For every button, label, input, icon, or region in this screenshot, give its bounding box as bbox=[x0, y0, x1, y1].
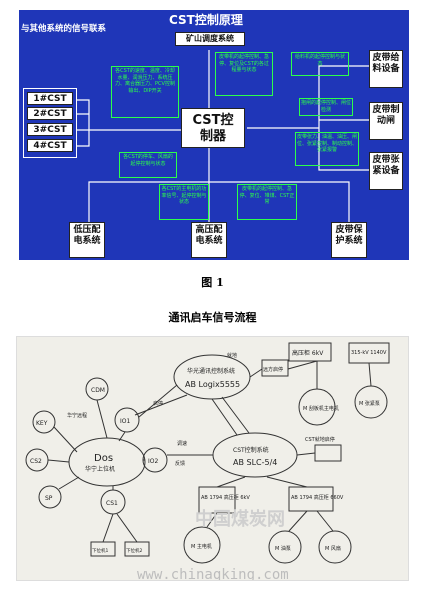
mine-dispatch-node: 矿山调度系统 bbox=[175, 32, 245, 46]
sketch-hv-left: AB 1794 高压柜 6kV bbox=[201, 494, 250, 501]
sketch-dos-sub: 华宁上位机 bbox=[85, 465, 115, 473]
header-left-label: 与其他系统的信号联系 bbox=[21, 24, 107, 34]
sketch-scribble-feedback: 反馈 bbox=[175, 460, 185, 467]
sketch-cs1: CS1 bbox=[106, 500, 118, 507]
sketch-hv-right: AB 1794 高压柜 660V bbox=[291, 494, 344, 501]
cst-controller-node: CST控制器 bbox=[181, 108, 245, 148]
sketch-comm-node: 华光通讯控制系统 bbox=[187, 367, 235, 375]
hand-sketch-photo: CDM KEY CS2 SP IO1 IO2 CS1 Dos 华宁上位机 华光通… bbox=[16, 336, 409, 581]
sketch-remote-start: 远方启停 bbox=[263, 366, 283, 373]
sketch-key: KEY bbox=[36, 420, 48, 427]
section-title: 通讯启车信号流程 bbox=[168, 311, 257, 324]
note-fan: 各CST的停车、风扇的起停控制与状态 bbox=[119, 152, 177, 178]
sketch-cs2: CS2 bbox=[30, 458, 42, 465]
sketch-motor-c: M 风扇 bbox=[325, 545, 341, 552]
sketch-io1: IO1 bbox=[120, 418, 130, 425]
belt-protection-node: 皮带保护系统 bbox=[331, 222, 367, 258]
high-voltage-node: 高压配电系统 bbox=[191, 222, 227, 258]
sketch-scribble-remote: 华宁远程 bbox=[67, 412, 87, 419]
diagram-title: CST控制原理 bbox=[169, 13, 243, 27]
cst-channel-4: 4#CST bbox=[27, 139, 73, 152]
sketch-motor-b: M 油泵 bbox=[275, 545, 291, 552]
note-motor-power: 各CST的主电机的功率信号、起停控制与状态 bbox=[159, 184, 209, 220]
low-voltage-node: 低压配电系统 bbox=[69, 222, 105, 258]
sketch-cst-model: AB SLC-5/4 bbox=[233, 458, 277, 467]
sketch-cdm: CDM bbox=[91, 387, 105, 394]
sketch-sp: SP bbox=[45, 495, 53, 502]
sketch-motor-main: M 刮板机主电机 bbox=[303, 405, 339, 412]
note-tension: 皮带张力、油温、油压、闸位、张紧控制、制动控制、张紧报警 bbox=[295, 132, 359, 166]
sketch-motor-low: M 张紧泵 bbox=[359, 400, 380, 407]
sketch-hv-main: 高压柜 6kV bbox=[292, 349, 324, 357]
note-brake: 抱闸的起停控制、闸位检测 bbox=[299, 98, 353, 116]
connector-lines bbox=[77, 50, 369, 225]
figure-caption: 图 1 bbox=[201, 276, 224, 289]
sketch-lower-1: 下位机1 bbox=[92, 547, 108, 554]
sketch-scribble-local: 就地 bbox=[227, 352, 237, 359]
sketch-dos: Dos bbox=[94, 453, 113, 464]
belt-feeder-node: 皮带给料设备 bbox=[369, 50, 403, 88]
cst-channel-3: 3#CST bbox=[27, 123, 73, 136]
sketch-scribble-speed: 调速 bbox=[177, 440, 187, 447]
sketch-scribble-start: 启停 bbox=[153, 400, 163, 407]
note-feeder: 给料机的起停控制与状态 bbox=[291, 52, 349, 76]
note-belt-control: 皮带机的起停控制、急停、复位及CST的各过程量与状态 bbox=[215, 52, 273, 96]
sketch-local-start: CST就地启停 bbox=[305, 436, 335, 443]
watermark: 中国煤炭网 bbox=[195, 508, 285, 530]
note-belt-status: 皮带机的起停控制、急停、复位、堆煤、CST正常 bbox=[237, 184, 297, 220]
belt-brake-node: 皮带制动闸 bbox=[369, 102, 403, 140]
sketch-lower-2: 下位机2 bbox=[126, 547, 142, 554]
cst-channel-1: 1#CST bbox=[27, 92, 73, 105]
belt-tension-node: 皮带张紧设备 bbox=[369, 152, 403, 190]
sketch-io2: IO2 bbox=[148, 458, 158, 465]
note-cst-params: 各CST的速度、温度、冷却水量、润滑压力、系统压力、离合器压力、PCV控制输出、… bbox=[111, 66, 179, 118]
sketch-motor-a: M 主电机 bbox=[191, 543, 212, 550]
cst-channel-2: 2#CST bbox=[27, 107, 73, 120]
sketch-canvas: CDM KEY CS2 SP IO1 IO2 CS1 Dos 华宁上位机 华光通… bbox=[25, 342, 390, 581]
cst-channel-group bbox=[23, 88, 77, 158]
sketch-hv-low: 315-kV 1140V bbox=[351, 350, 387, 356]
sketch-comm-model: AB Logix5555 bbox=[185, 380, 240, 389]
cst-control-diagram: 与其他系统的信号联系 CST控制原理 矿山调度系统 1#CST 2#CST 3#… bbox=[19, 10, 409, 260]
watermark-url: www.chinaqking.com bbox=[137, 567, 289, 581]
sketch-cst-node: CST控制系统 bbox=[233, 446, 269, 454]
